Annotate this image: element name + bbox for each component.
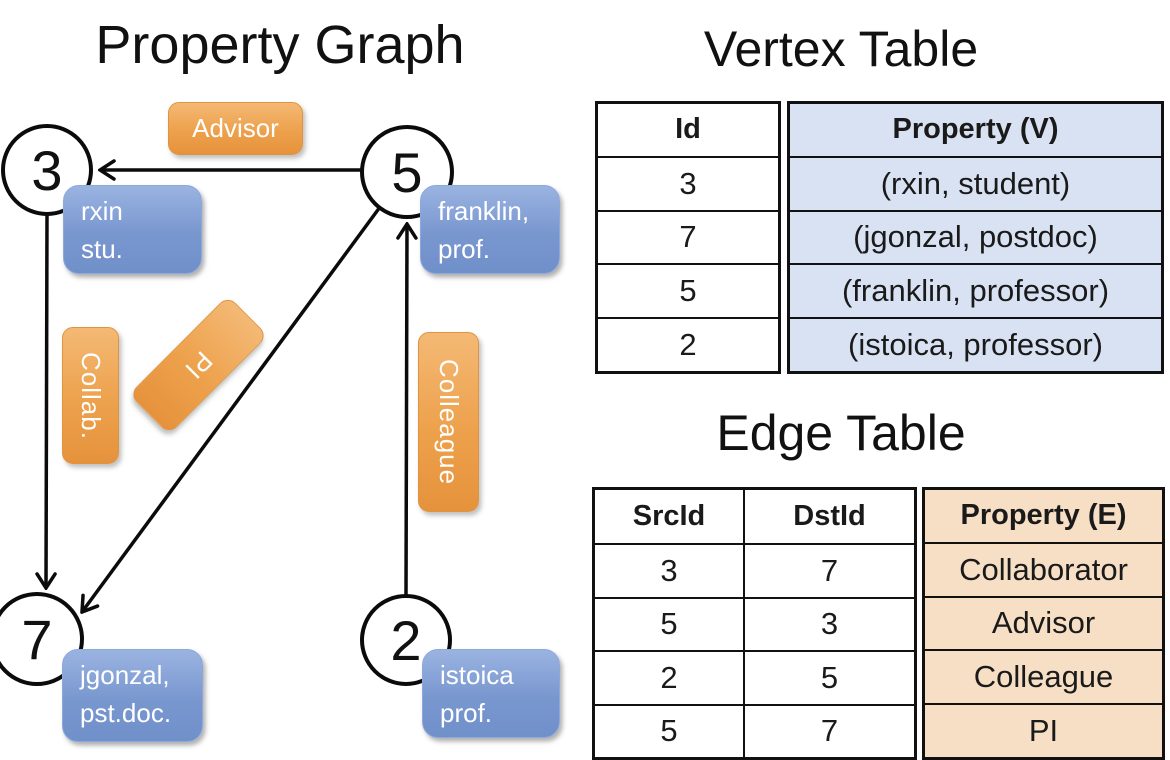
vertex-id-7: 7	[21, 608, 53, 671]
vertex-table-title: Vertex Table	[703, 21, 979, 77]
vertex-table-header-property: Property (V)	[892, 113, 1059, 146]
edge-label-colleague: Colleague	[418, 332, 479, 512]
vertex-table-cell-id: 2	[598, 317, 778, 371]
vertex-property-line1: rxin	[81, 196, 123, 226]
edge-label-collab-text: Collab.	[76, 351, 106, 440]
edge-table-title: Edge Table	[716, 405, 966, 461]
vertex-property-line1: franklin,	[438, 196, 530, 226]
vertex-property-box-3: rxin stu.	[63, 185, 202, 274]
vertex-id-5: 5	[391, 141, 423, 204]
vertex-table-cell-id: 3	[598, 155, 778, 210]
vertex-property-line2: prof.	[440, 697, 493, 728]
vertex-table-header-id: Id	[675, 113, 701, 146]
edge-label-collab: Collab.	[62, 327, 119, 464]
vertex-property-line2: stu.	[81, 233, 123, 264]
vertex-id-3: 3	[31, 139, 63, 202]
edge-table-cell-dstid: 7	[743, 703, 914, 757]
edge-pi-5-to-7	[82, 205, 382, 612]
edge-label-advisor-text: Advisor	[192, 113, 279, 143]
edge-table-id-columns: SrcId DstId 3 7 5 3 2 5 5 7	[592, 487, 917, 760]
edge-label-advisor: Advisor	[168, 102, 303, 155]
vertex-table-cell-property: (istoica, professor)	[790, 317, 1161, 371]
edge-table-cell-srcid: 5	[595, 703, 743, 757]
edge-table-cell-dstid: 3	[743, 596, 914, 651]
vertex-property-line2: pst.doc.	[80, 697, 172, 728]
edge-table-cell-srcid: 2	[595, 650, 743, 703]
edge-label-colleague-text: Colleague	[434, 358, 464, 486]
vertex-property-line2: prof.	[438, 233, 491, 264]
edge-label-pi-text: PI	[178, 345, 219, 386]
edge-table-cell-srcid: 3	[595, 543, 743, 596]
vertex-table-cell-id: 5	[598, 263, 778, 317]
vertex-table-cell-id: 7	[598, 209, 778, 264]
vertex-table-cell-property: (jgonzal, postdoc)	[790, 209, 1161, 264]
vertex-table-cell-property: (franklin, professor)	[790, 263, 1161, 317]
vertex-property-box-5: franklin, prof.	[420, 185, 560, 274]
edge-table-cell-dstid: 7	[743, 543, 914, 597]
edge-table-cell-property: PI	[925, 703, 1162, 757]
vertex-property-box-2: istoica prof.	[422, 649, 560, 738]
edge-table-header-dstid: DstId	[743, 490, 914, 544]
edge-table-cell-dstid: 5	[743, 650, 914, 704]
edge-table-cell-property: Collaborator	[925, 541, 1162, 596]
edge-table-header-srcid: SrcId	[632, 500, 706, 533]
edge-colleague-2-to-5	[406, 224, 407, 597]
vertex-table-cell-property: (rxin, student)	[790, 155, 1161, 210]
vertex-property-line1: jgonzal,	[80, 660, 170, 690]
vertex-property-box-7: jgonzal, pst.doc.	[62, 649, 203, 742]
edge-table-property-column: Property (E) Collaborator Advisor Collea…	[922, 487, 1165, 760]
vertex-table-property-column: Property (V) (rxin, student) (jgonzal, p…	[787, 101, 1164, 374]
vertex-property-line1: istoica	[440, 660, 514, 690]
edge-table-cell-srcid: 5	[595, 596, 743, 650]
edge-table-cell-property: Colleague	[925, 649, 1162, 703]
vertex-table-id-column: Id 3 7 5 2	[595, 101, 781, 374]
vertex-id-2: 2	[390, 609, 422, 672]
property-graph-title: Property Graph	[95, 15, 465, 75]
edge-table-cell-property: Advisor	[925, 595, 1162, 650]
edge-table-header-property: Property (E)	[960, 499, 1127, 532]
vertex-circle-7	[0, 592, 84, 686]
edge-collab-3-to-7	[46, 214, 47, 588]
